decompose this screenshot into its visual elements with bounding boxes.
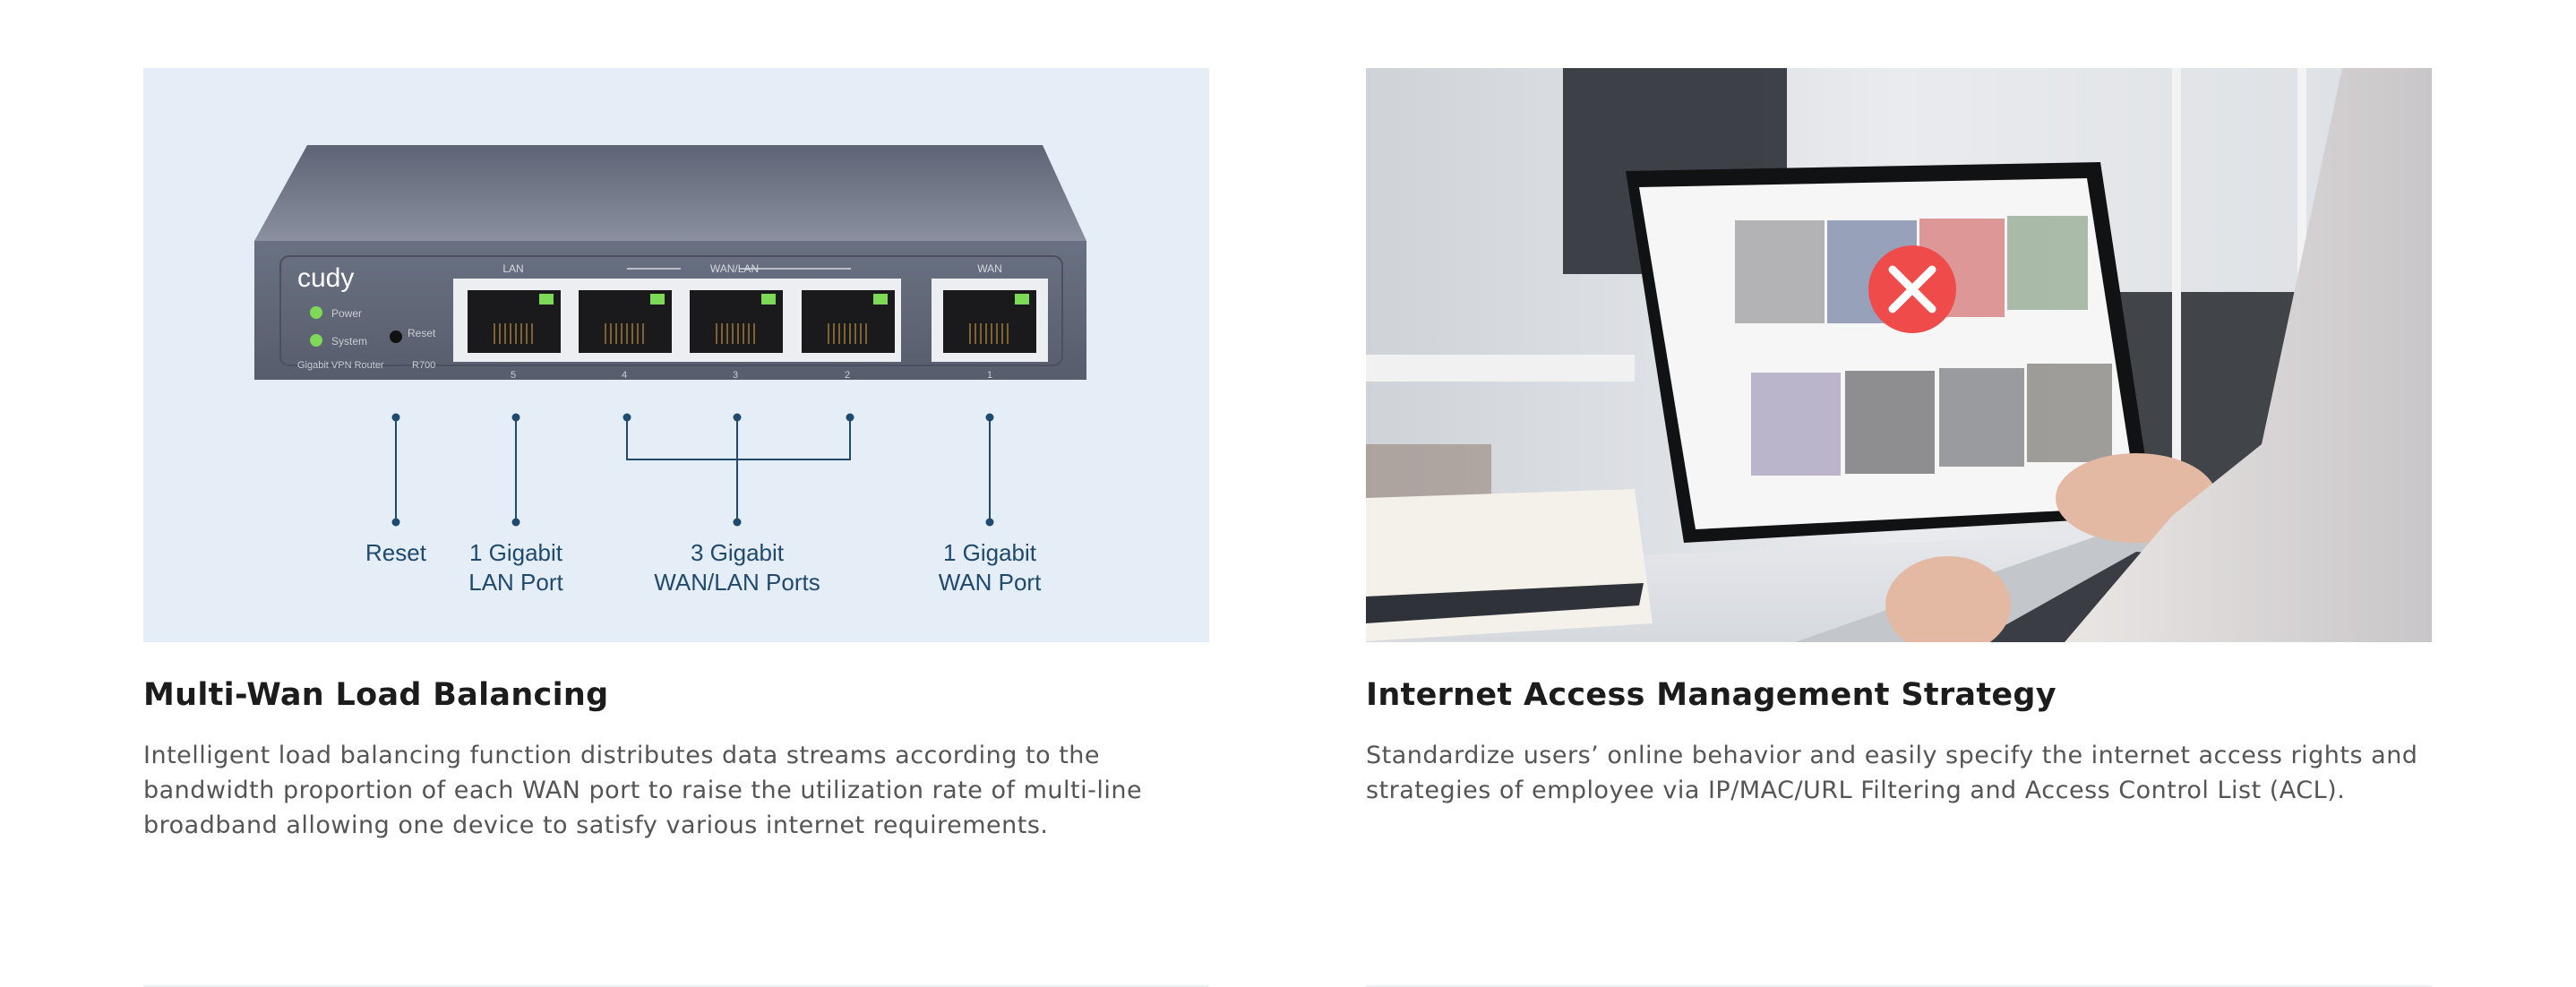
- port-number: 4: [622, 370, 627, 381]
- card-divider: [1366, 985, 2432, 987]
- model-label: Gigabit VPN Router: [297, 360, 384, 371]
- port-number: 1: [987, 370, 992, 381]
- wan-lan-group-label: WAN/LAN: [710, 262, 759, 275]
- port-led-icon: [873, 294, 888, 305]
- laptop-blocked-site-image: [1366, 68, 2432, 642]
- feature-title: Internet Access Management Strategy: [1366, 677, 2057, 713]
- reset-label: Reset: [408, 327, 436, 339]
- reset-button-hole: [390, 330, 402, 343]
- port-number: 3: [733, 370, 738, 381]
- feature-card-access-management: Internet Access Management Strategy Stan…: [1366, 68, 2432, 804]
- callout-wan-line2: WAN Port: [939, 569, 1042, 596]
- ethernet-port: [943, 290, 1036, 353]
- power-led-label: Power: [331, 307, 362, 320]
- callout-wanlan-line1: 3 Gigabit: [691, 539, 785, 566]
- system-led-label: System: [331, 335, 367, 348]
- laptop-photo: [1366, 68, 2432, 642]
- port-led-icon: [1015, 294, 1029, 305]
- port-number: 2: [845, 370, 850, 381]
- callout-lan-line2: LAN Port: [468, 569, 563, 596]
- callout-lan-line1: 1 Gigabit: [469, 539, 563, 566]
- port-number: 5: [511, 370, 516, 381]
- ethernet-port: [579, 290, 672, 353]
- ethernet-port: [690, 290, 783, 353]
- wan-group-label: WAN: [977, 262, 1002, 275]
- callout-reset: Reset: [365, 539, 427, 566]
- lan-group-label: LAN: [502, 262, 523, 275]
- card-divider: [143, 985, 1209, 987]
- router-top: [254, 145, 1086, 241]
- model-number: R700: [412, 360, 435, 371]
- feature-title: Multi-Wan Load Balancing: [143, 677, 609, 713]
- system-led-icon: [310, 334, 322, 347]
- callout-lines: [391, 413, 994, 527]
- port-led-icon: [761, 294, 776, 305]
- ethernet-ports: [468, 290, 1036, 353]
- ethernet-port: [802, 290, 895, 353]
- router-diagram-image: cudy Power System Reset Gigabit VPN Rout…: [143, 68, 1209, 642]
- close-circle-icon: [1868, 245, 1956, 333]
- port-led-icon: [539, 294, 554, 305]
- router-brand-logo: cudy: [297, 263, 354, 293]
- callout-wan-line1: 1 Gigabit: [943, 539, 1037, 566]
- feature-description: Intelligent load balancing function dist…: [143, 742, 1143, 839]
- feature-card-load-balancing: cudy Power System Reset Gigabit VPN Rout…: [143, 68, 1209, 839]
- ethernet-port: [468, 290, 561, 353]
- callout-wanlan-line2: WAN/LAN Ports: [654, 569, 820, 596]
- power-led-icon: [310, 306, 322, 319]
- router-diagram: cudy Power System Reset Gigabit VPN Rout…: [254, 145, 1086, 596]
- port-led-icon: [650, 294, 665, 305]
- feature-description: Standardize users’ online behavior and e…: [1366, 742, 2418, 804]
